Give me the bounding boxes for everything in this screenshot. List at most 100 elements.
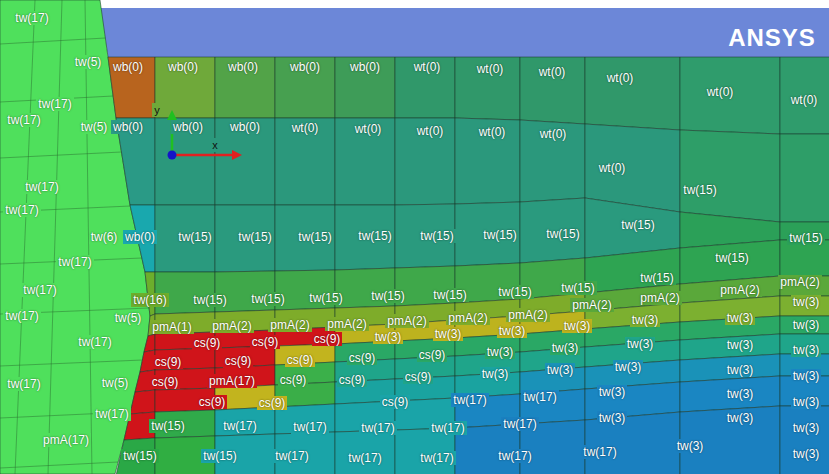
element-label: tw(17) (273, 449, 310, 463)
wall-grid-line (0, 360, 142, 366)
wall-grid-line (48, 0, 62, 474)
element-label: tw(5) (73, 55, 104, 69)
element-label: cs(9) (250, 335, 281, 349)
element-label: wt(0) (537, 65, 568, 79)
element-label: pmA(2) (778, 275, 821, 289)
element-label: cs(9) (417, 348, 448, 362)
element-label: tw(3) (725, 363, 756, 377)
mesh-element (108, 57, 155, 118)
element-label: tw(3) (597, 411, 628, 425)
element-label: wb(0) (111, 60, 145, 74)
mesh-element (395, 57, 455, 118)
element-label: tw(15) (638, 271, 675, 285)
element-label: tw(15) (681, 183, 718, 197)
element-label: wt(0) (415, 124, 446, 138)
element-label: wt(0) (412, 60, 443, 74)
element-label: tw(3) (725, 411, 756, 425)
element-label: wt(0) (605, 71, 636, 85)
element-label: tw(17) (346, 451, 383, 465)
element-label: wt(0) (597, 161, 628, 175)
element-label: tw(3) (550, 341, 581, 355)
element-label: tw(3) (725, 338, 756, 352)
element-label: tw(17) (23, 180, 60, 194)
element-label: wb(0) (111, 120, 145, 134)
element-label: tw(3) (497, 324, 528, 338)
mesh-element (455, 57, 520, 120)
mesh-element (585, 412, 680, 474)
element-label: tw(15) (121, 449, 158, 463)
element-label: wt(0) (477, 125, 508, 139)
element-label: pmA(17) (41, 433, 91, 447)
element-label: pmA(2) (718, 283, 761, 297)
axis-letter: y (152, 103, 162, 117)
element-label: tw(17) (36, 97, 73, 111)
mesh-element (144, 334, 155, 352)
y-axis-head (167, 110, 177, 120)
x-axis-head (232, 150, 242, 160)
element-label: tw(15) (307, 291, 344, 305)
element-label: tw(17) (291, 420, 328, 434)
mesh-element (585, 124, 680, 212)
axis-letter: x (210, 138, 220, 152)
element-label: tw(3) (791, 369, 822, 383)
mesh-element (780, 406, 829, 474)
element-label: tw(15) (176, 230, 213, 244)
element-label: tw(15) (544, 227, 581, 241)
element-label: pmA(2) (638, 291, 681, 305)
element-label: pmA(2) (325, 317, 368, 331)
element-label: tw(3) (545, 363, 576, 377)
element-label: wb(0) (288, 60, 322, 74)
element-label: tw(17) (3, 309, 40, 323)
element-label: wb(0) (228, 120, 262, 134)
element-label: cs(9) (192, 336, 223, 350)
element-label: tw(15) (191, 293, 228, 307)
element-label: tw(15) (619, 218, 656, 232)
mesh-element (335, 118, 395, 205)
element-label: wt(0) (290, 121, 321, 135)
element-label: tw(3) (791, 421, 822, 435)
element-label: tw(3) (562, 319, 593, 333)
element-label: tw(17) (56, 255, 93, 269)
mesh-element (275, 118, 335, 205)
wall-grid-line (0, 462, 118, 468)
element-label: pmA(2) (210, 319, 253, 333)
element-label: cs(9) (312, 332, 343, 346)
element-label: tw(15) (356, 229, 393, 243)
element-label: cs(9) (197, 395, 228, 409)
element-label: tw(3) (675, 439, 706, 453)
element-label: cs(9) (403, 370, 434, 384)
element-label: wt(0) (353, 122, 384, 136)
element-label: wt(0) (705, 85, 736, 99)
element-label: cs(9) (278, 373, 309, 387)
mesh-element (780, 296, 829, 316)
mesh-element (155, 118, 215, 205)
mesh-element (520, 198, 585, 263)
mesh-element (585, 198, 680, 258)
element-label: tw(15) (296, 230, 333, 244)
element-label: cs(9) (223, 354, 254, 368)
element-label: tw(17) (501, 417, 538, 431)
mesh-element (395, 204, 455, 268)
element-label: tw(3) (725, 311, 756, 325)
element-label: tw(15) (369, 289, 406, 303)
mesh-element (130, 390, 155, 414)
element-label: tw(3) (433, 327, 464, 341)
element-label: wb(0) (171, 120, 205, 134)
element-label: tw(17) (3, 203, 40, 217)
element-label: cs(9) (337, 373, 368, 387)
element-label: tw(3) (613, 360, 644, 374)
element-label: tw(17) (5, 113, 42, 127)
mesh-element (215, 205, 275, 272)
z-axis-dot (168, 151, 177, 160)
element-label: tw(15) (249, 292, 286, 306)
element-label: tw(17) (21, 283, 58, 297)
element-label: tw(17) (521, 390, 558, 404)
element-label: tw(15) (201, 449, 238, 463)
mesh-element (215, 57, 275, 118)
element-label: tw(3) (485, 345, 516, 359)
element-label: cs(9) (380, 395, 411, 409)
element-label: tw(3) (597, 385, 628, 399)
element-label: tw(15) (559, 281, 596, 295)
element-label: tw(17) (429, 421, 466, 435)
element-label: tw(17) (13, 11, 50, 25)
